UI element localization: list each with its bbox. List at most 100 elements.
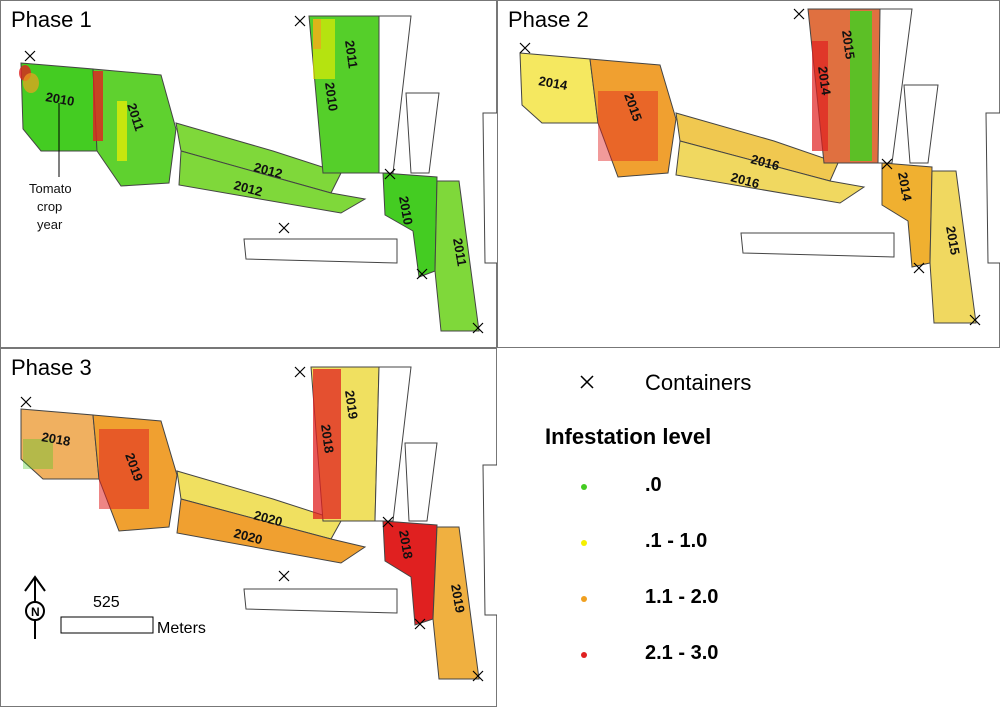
legend-label-low: .1 - 1.0 — [645, 530, 708, 552]
year-label: 2019 — [448, 583, 468, 614]
field-empty-small — [903, 84, 939, 164]
field-diag-upper — [675, 112, 839, 182]
phase3-panel: Phase 3 2018 2019 2020 2020 2018 2019 20… — [0, 348, 498, 707]
year-label: 2018 — [318, 423, 337, 454]
scale-bar — [60, 616, 154, 634]
container-marker — [384, 168, 396, 180]
phase1-hotspots — [19, 19, 335, 161]
year-label: 2018 — [40, 429, 71, 449]
container-marker — [20, 396, 32, 408]
phase2-map: 2014 2015 2016 2016 2014 2015 2014 2015 — [519, 8, 1000, 326]
field-empty-small — [404, 442, 438, 522]
hotspot-orange-top — [313, 19, 321, 49]
field-lower-left — [382, 520, 438, 626]
container-marker — [519, 42, 531, 54]
field-diag-upper — [176, 470, 342, 540]
field-empty-bottom — [243, 588, 398, 614]
phase1-map: 2010 2011 2012 2012 2010 2011 2010 2011 … — [19, 15, 498, 334]
legend-dot-high — [581, 652, 587, 658]
phase3-containers — [20, 366, 484, 682]
legend-svg — [580, 375, 594, 389]
field-empty-bottom — [740, 232, 895, 258]
field-diag-lower — [178, 150, 367, 214]
container-marker — [278, 222, 290, 234]
phase3-title: Phase 3 — [11, 355, 92, 380]
field-lower-right — [929, 170, 977, 324]
year-label: 2010 — [44, 89, 75, 109]
field-top-red — [313, 369, 341, 519]
field-empty-top — [378, 15, 412, 174]
north-arrow-icon — [24, 575, 46, 639]
legend-dot-mid — [581, 596, 587, 602]
field-empty-top — [877, 8, 913, 164]
scale-value: 525 — [93, 594, 120, 611]
container-marker — [881, 158, 893, 170]
container-marker — [472, 322, 484, 334]
year-label: 2016 — [729, 169, 761, 191]
container-marker — [294, 15, 306, 27]
year-label: 2014 — [815, 65, 834, 96]
legend-panel: Containers Infestation level .0 .1 - 1.0… — [497, 348, 1000, 707]
field-lower-left — [881, 162, 933, 268]
field-empty-bottom — [243, 238, 398, 264]
field-left-strip — [92, 68, 177, 187]
hotspot-green — [23, 439, 53, 469]
phase2-panel: Phase 2 2014 2015 2016 2016 2014 2015 20… — [497, 0, 1000, 348]
phase2-title: Phase 2 — [508, 7, 589, 32]
hotspot-orange — [23, 73, 39, 93]
north-label: N — [31, 605, 40, 619]
year-label: 2016 — [749, 151, 781, 173]
legend-label-none: .0 — [645, 474, 662, 496]
phase3-map: 2018 2019 2020 2020 2018 2019 2018 2019 … — [20, 366, 498, 682]
container-marker — [294, 366, 306, 378]
annotation-line3: year — [37, 217, 63, 232]
field-empty-right — [985, 112, 1000, 264]
phase1-containers — [24, 15, 484, 334]
container-marker — [913, 262, 925, 274]
field-empty-right — [482, 464, 498, 616]
legend-title: Infestation level — [545, 424, 712, 449]
field-left-strip — [589, 58, 677, 178]
year-label: 2010 — [396, 195, 416, 226]
field-diag-upper — [175, 122, 342, 194]
containers-icon — [580, 375, 594, 389]
annotation-line2: crop — [37, 199, 62, 214]
scale-unit: Meters — [157, 620, 206, 637]
year-label: 2020 — [252, 507, 284, 529]
hotspot-red — [598, 91, 658, 161]
container-marker — [472, 670, 484, 682]
annotation-line1: Tomato — [29, 181, 72, 196]
container-marker — [793, 8, 805, 20]
field-diag-lower — [675, 140, 866, 204]
field-empty-small — [405, 92, 440, 174]
year-label: 2015 — [943, 225, 963, 256]
year-label: 2019 — [342, 389, 361, 420]
container-marker — [24, 50, 36, 62]
field-diag-lower — [176, 498, 367, 564]
hotspot-red-strip — [99, 429, 149, 509]
field-left-big — [519, 52, 599, 124]
year-label: 2014 — [537, 73, 569, 93]
hotspot-red-strip — [93, 71, 103, 141]
field-lower-right — [432, 526, 480, 680]
field-empty-top — [374, 366, 412, 522]
field-lower-right — [434, 180, 480, 332]
container-marker — [278, 570, 290, 582]
hotspot-yellow-strip — [117, 101, 127, 161]
container-marker — [969, 314, 981, 326]
year-label: 2011 — [450, 237, 470, 267]
year-label: 2012 — [252, 159, 284, 181]
container-marker — [414, 618, 426, 630]
year-label: 2010 — [322, 81, 341, 112]
phase1-panel: Phase 1 — [0, 0, 498, 348]
year-label: 2012 — [232, 177, 264, 199]
legend-dot-low — [581, 540, 587, 546]
legend-dot-none — [581, 484, 587, 490]
container-marker — [382, 516, 394, 528]
container-marker — [416, 268, 428, 280]
field-left-big — [20, 408, 100, 480]
year-label: 2020 — [232, 525, 264, 547]
field-top-green — [850, 11, 872, 161]
year-label: 2015 — [839, 29, 858, 60]
year-label: 2014 — [895, 171, 915, 203]
